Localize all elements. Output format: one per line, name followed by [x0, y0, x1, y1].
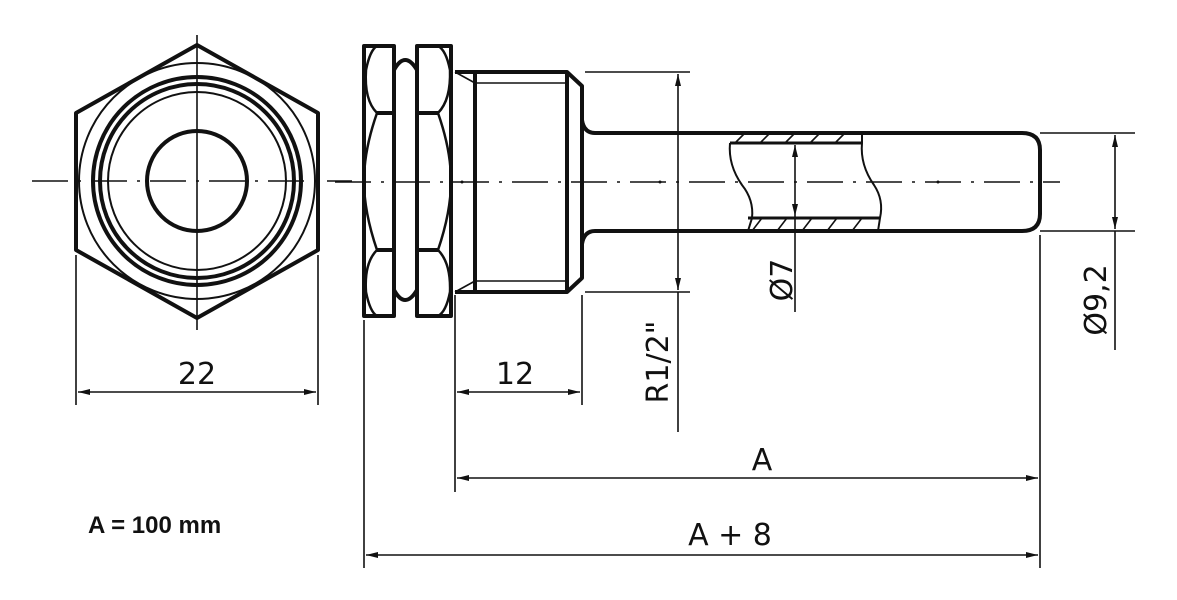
insert-length-label: A: [752, 443, 773, 478]
front-view-hex: [32, 35, 352, 330]
dimension-width: 22: [75, 255, 319, 405]
width-dim-label: 22: [178, 357, 216, 392]
dimension-a: A: [457, 235, 1041, 568]
dimension-thread-length: 12: [454, 295, 583, 492]
length-note: A = 100 mm: [88, 512, 221, 539]
total-length-label: A + 8: [688, 518, 772, 553]
dimension-a-plus-8: A + 8: [363, 320, 1038, 568]
dimension-bore: Ø7: [765, 145, 800, 312]
thread-dim-label: R1/2": [641, 321, 676, 404]
sensor-shaft: [335, 119, 1060, 245]
nut-stack: [362, 44, 453, 318]
bore-dim-label: Ø7: [765, 259, 800, 302]
dimension-thread-dia: R1/2": [585, 71, 690, 432]
thread-length-label: 12: [496, 357, 534, 392]
outer-dia-dim-label: Ø9,2: [1079, 264, 1114, 335]
dimension-outer-dia: Ø9,2: [1040, 132, 1135, 350]
